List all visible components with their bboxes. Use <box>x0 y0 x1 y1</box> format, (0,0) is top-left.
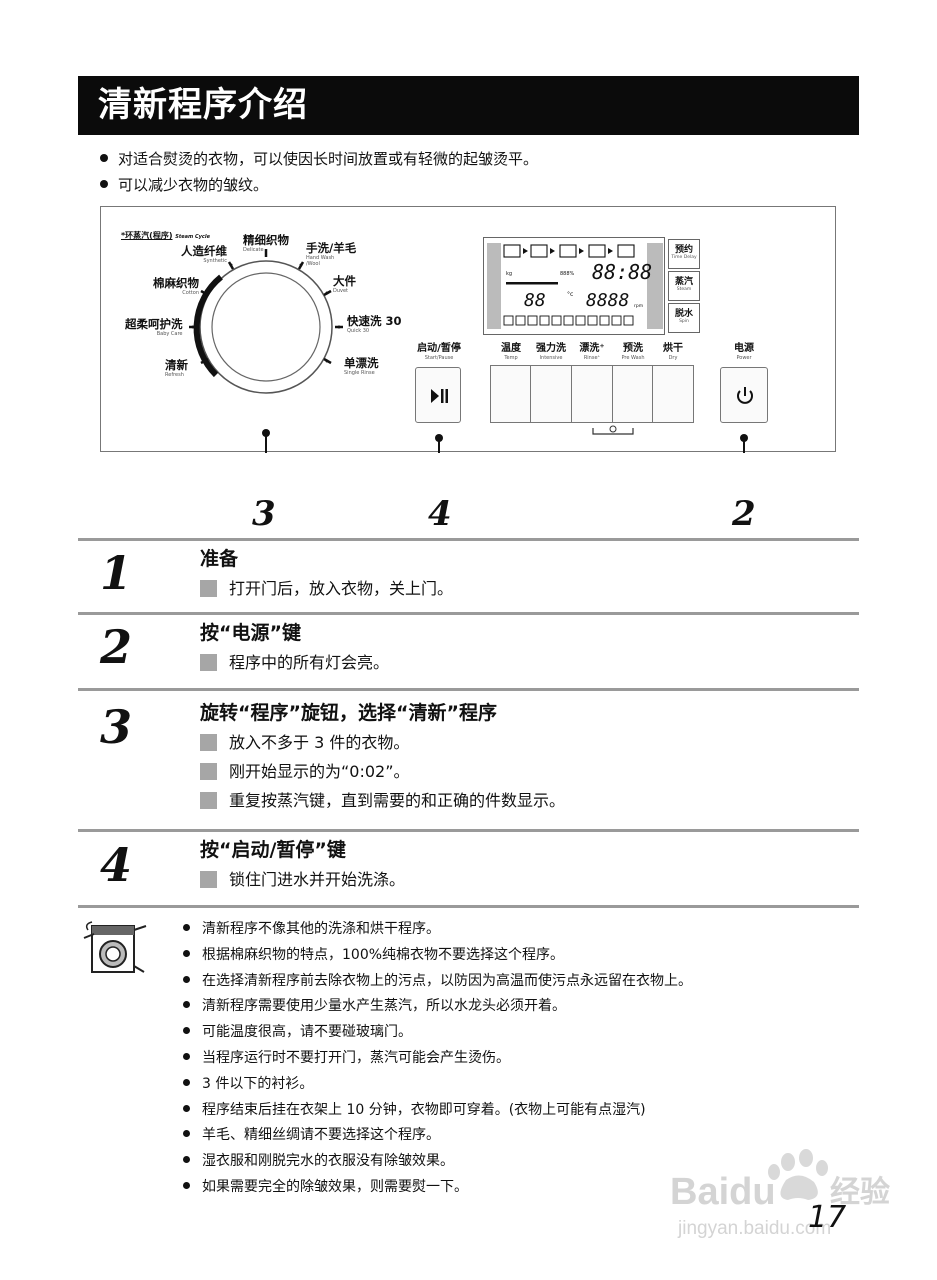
divider <box>78 688 859 691</box>
rinse-plus-button[interactable] <box>571 365 613 423</box>
lcd-kg-unit: kg <box>506 271 513 277</box>
divider <box>78 829 859 832</box>
baidu-jingyan-watermark: Baidu 经验 jingyan.baidu.com <box>670 1149 890 1239</box>
option-label-rinse: 漂洗⁺Rinse⁺ <box>579 343 605 361</box>
lcd-rpm-unit: rpm <box>634 304 644 309</box>
power-icon <box>737 387 753 404</box>
divider <box>78 538 859 541</box>
step-number: 1 <box>100 546 133 600</box>
note-item: 根据棉麻织物的特点，100%纯棉衣物不要选择这个程序。 <box>183 943 692 969</box>
intro-item: 可以减少衣物的皱纹。 <box>100 172 538 198</box>
power-button[interactable] <box>720 367 768 423</box>
callout-dial: 3 <box>252 494 276 534</box>
note-item: 3 件以下的衬衫。 <box>183 1072 692 1098</box>
play-pause-icon <box>431 389 448 403</box>
note-item: 可能温度很高，请不要碰玻璃门。 <box>183 1020 692 1046</box>
intro-item: 对适合熨烫的衣物，可以使因长时间放置或有轻微的起皱烫平。 <box>100 146 538 172</box>
step-title: 旋转“程序”旋钮，选择“清新”程序 <box>200 702 497 724</box>
page-number: 17 <box>808 1200 847 1235</box>
intro-list: 对适合熨烫的衣物，可以使因长时间放置或有轻微的起皱烫平。 可以减少衣物的皱纹。 <box>100 146 538 198</box>
program-dial[interactable] <box>101 207 837 453</box>
note-item: 当程序运行时不要打开门，蒸汽可能会产生烫伤。 <box>183 1046 692 1072</box>
prewash-button[interactable] <box>612 365 653 423</box>
intro-text: 可以减少衣物的皱纹。 <box>118 176 269 194</box>
divider <box>78 612 859 615</box>
watermark-url: jingyan.baidu.com <box>677 1218 831 1239</box>
control-panel-diagram: *环蒸汽(程序) Steam Cycle <box>100 206 837 453</box>
note-item: 如果需要完全的除皱效果，则需要熨一下。 <box>183 1175 692 1201</box>
step-number: 3 <box>100 700 133 754</box>
lcd-temp-unit: °c <box>567 291 574 298</box>
step-item: 程序中的所有灯会亮。 <box>200 652 389 674</box>
start-pause-button[interactable] <box>415 367 461 423</box>
note-item: 清新程序需要使用少量水产生蒸汽，所以水龙头必须开着。 <box>183 994 692 1020</box>
callout-start-pause: 4 <box>428 494 452 534</box>
note-item: 羊毛、精细丝绸请不要选择这个程序。 <box>183 1123 692 1149</box>
note-item: 湿衣服和刚脱完水的衣服没有除皱效果。 <box>183 1149 692 1175</box>
lcd-graphics <box>487 243 663 329</box>
step-number: 2 <box>100 620 133 674</box>
step-item: 刚开始显示的为“0:02”。 <box>200 761 410 783</box>
intensive-button[interactable] <box>530 365 572 423</box>
step-item: 重复按蒸汽键，直到需要的和正确的件数显示。 <box>200 790 565 812</box>
intro-text: 对适合熨烫的衣物，可以使因长时间放置或有轻微的起皱烫平。 <box>118 150 539 168</box>
notes-list: 清新程序不像其他的洗涤和烘干程序。 根据棉麻织物的特点，100%纯棉衣物不要选择… <box>183 917 692 1201</box>
step-title: 按“电源”键 <box>200 622 301 644</box>
lcd-temp: 88 <box>524 290 546 311</box>
step-item: 打开门后，放入衣物，关上门。 <box>200 578 453 600</box>
divider <box>78 905 859 908</box>
step-title: 按“启动/暂停”键 <box>200 839 346 861</box>
lcd-spin: 8888 <box>586 290 630 311</box>
washer-note-icon <box>83 921 147 973</box>
watermark-brand2: 经验 <box>830 1175 890 1210</box>
note-item: 程序结束后挂在衣架上 10 分钟，衣物即可穿着。(衣物上可能有点湿汽) <box>183 1098 692 1124</box>
lcd-percent: 888% <box>560 271 575 277</box>
note-item: 在选择清新程序前去除衣物上的污点，以防因为高温而使污点永远留在衣物上。 <box>183 969 692 995</box>
callout-power: 2 <box>732 494 756 534</box>
note-item: 清新程序不像其他的洗涤和烘干程序。 <box>183 917 692 943</box>
watermark-brand: Baidu <box>670 1171 776 1213</box>
lcd-time: 88:88 <box>592 260 653 284</box>
page-title: 清新程序介绍 <box>78 76 859 135</box>
step-title: 准备 <box>200 548 239 570</box>
dry-button[interactable] <box>652 365 694 423</box>
steam-cycle-label: *环蒸汽(程序) Steam Cycle <box>121 231 211 240</box>
step-item: 锁住门进水并开始洗涤。 <box>200 869 405 891</box>
step-item: 放入不多于 3 件的衣物。 <box>200 732 409 754</box>
lcd-display: kg 888% 88:88 88 °c 8888 rpm <box>483 237 665 335</box>
temp-button[interactable] <box>490 365 531 423</box>
step-number: 4 <box>100 838 133 892</box>
